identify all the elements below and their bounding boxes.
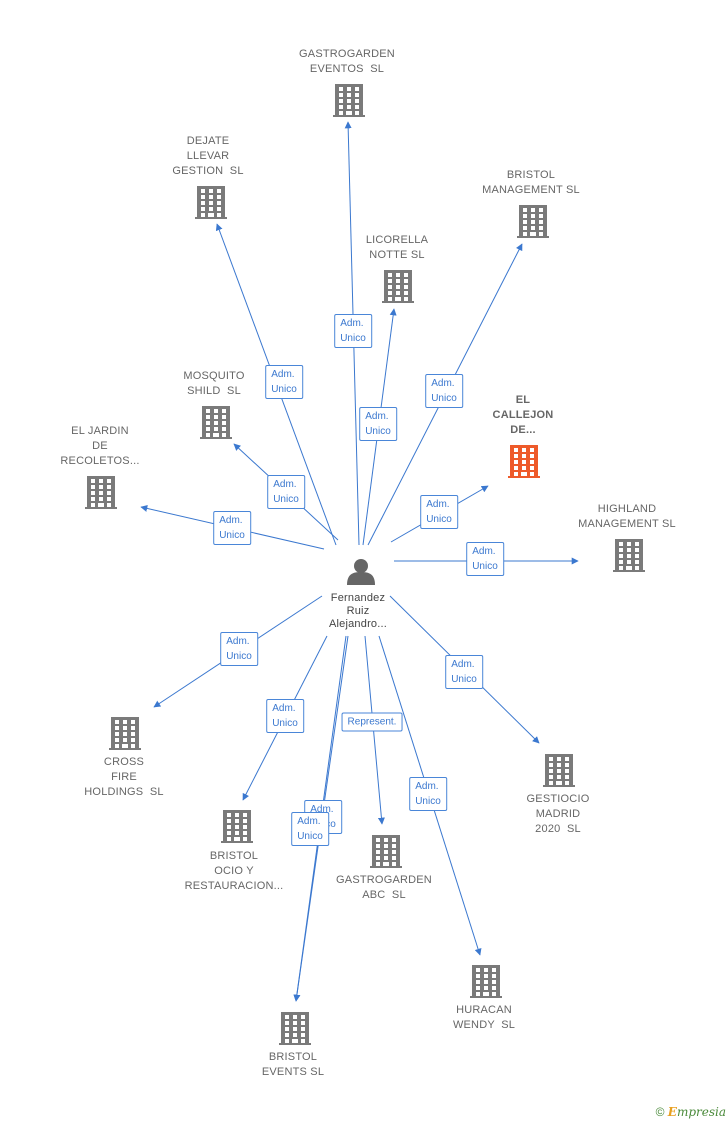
node-label-gastrogarden-abc[interactable]: GASTROGARDEN ABC SL [336, 874, 432, 901]
brand-footer[interactable]: © Empresia [656, 1105, 726, 1119]
edge-label-gastrogarden-eventos[interactable]: Adm. Unico [334, 314, 372, 348]
building-icon[interactable] [543, 754, 575, 787]
person-icon[interactable] [347, 559, 375, 585]
edge-label-gestiocio-madrid[interactable]: Adm. Unico [445, 655, 483, 689]
building-icon[interactable] [382, 270, 414, 303]
building-icon[interactable] [109, 717, 141, 750]
edge-label-bristol-ocio[interactable]: Adm. Unico [266, 699, 304, 733]
edge-label-mosquito-shild[interactable]: Adm. Unico [267, 475, 305, 509]
edge-label-cross-fire[interactable]: Adm. Unico [220, 632, 258, 666]
node-label-el-jardin[interactable]: EL JARDIN DE RECOLETOS... [60, 425, 140, 467]
node-label-huracan-wendy[interactable]: HURACAN WENDY SL [452, 1004, 516, 1031]
edge-label-el-callejon[interactable]: Adm. Unico [420, 495, 458, 529]
building-icon[interactable] [279, 1012, 311, 1045]
node-label-cross-fire[interactable]: CROSS FIRE HOLDINGS SL [84, 756, 164, 798]
edge-label-licorella-notte[interactable]: Adm. Unico [359, 407, 397, 441]
person-label[interactable]: Fernandez Ruiz Alejandro... [328, 592, 388, 630]
node-label-bristol-events[interactable]: BRISTOL EVENTS SL [261, 1051, 325, 1078]
building-icon[interactable] [517, 205, 549, 238]
node-label-el-callejon[interactable]: EL CALLEJON DE... [492, 394, 554, 436]
node-label-bristol-ocio[interactable]: BRISTOL OCIO Y RESTAURACION... [184, 850, 284, 892]
brand-logo: Empresia [667, 1105, 726, 1119]
node-label-dejate-llevar[interactable]: DEJATE LLEVAR GESTION SL [172, 135, 244, 177]
edge-label-bristol-events[interactable]: Adm. Unico [291, 812, 329, 846]
copyright-symbol: © [655, 1105, 665, 1119]
node-label-licorella-notte[interactable]: LICORELLA NOTTE SL [365, 234, 429, 261]
node-label-gastrogarden-eventos[interactable]: GASTROGARDEN EVENTOS SL [299, 48, 395, 75]
building-icon[interactable] [221, 810, 253, 843]
node-label-highland-management[interactable]: HIGHLAND MANAGEMENT SL [578, 503, 676, 530]
node-label-gestiocio-madrid[interactable]: GESTIOCIO MADRID 2020 SL [526, 793, 590, 835]
node-label-bristol-management[interactable]: BRISTOL MANAGEMENT SL [482, 169, 580, 196]
building-icon[interactable] [200, 406, 232, 439]
building-icon[interactable] [470, 965, 502, 998]
building-icon[interactable] [333, 84, 365, 117]
building-icon[interactable] [613, 539, 645, 572]
building-icon[interactable] [85, 476, 117, 509]
node-label-mosquito-shild[interactable]: MOSQUITO SHILD SL [183, 370, 245, 397]
edge-label-dejate-llevar[interactable]: Adm. Unico [265, 365, 303, 399]
building-icon[interactable] [508, 445, 540, 478]
edge-label-bristol-management[interactable]: Adm. Unico [425, 374, 463, 408]
building-icon[interactable] [370, 835, 402, 868]
edge-label-gastrogarden-abc[interactable]: Represent. [341, 712, 403, 732]
edge-label-highland-management[interactable]: Adm. Unico [466, 542, 504, 576]
building-icon[interactable] [195, 186, 227, 219]
edge-label-el-jardin[interactable]: Adm. Unico [213, 511, 251, 545]
icons-layer [85, 84, 645, 1045]
edge-label-huracan-wendy[interactable]: Adm. Unico [409, 777, 447, 811]
